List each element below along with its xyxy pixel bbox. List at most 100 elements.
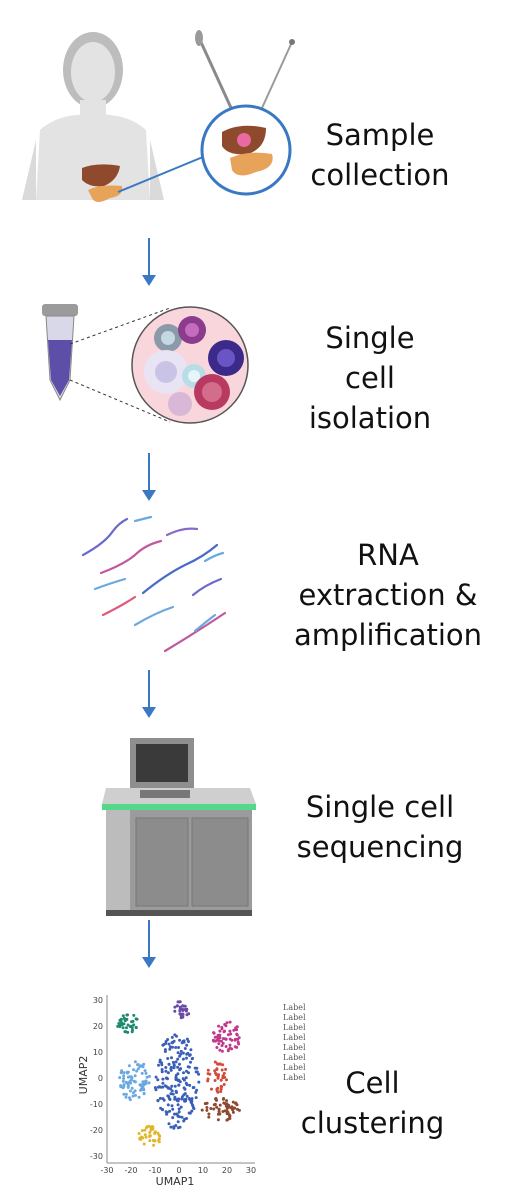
umap-y-tick-label: 30 (93, 996, 103, 1005)
umap-point (228, 1029, 232, 1033)
umap-point (148, 1130, 152, 1134)
umap-point (228, 1020, 232, 1024)
umap-point (167, 1042, 171, 1046)
umap-point (166, 1057, 170, 1060)
umap-point (185, 1052, 189, 1056)
umap-point (186, 1065, 190, 1069)
umap-point (179, 1049, 183, 1053)
umap-point (171, 1041, 175, 1045)
umap-point (164, 1110, 168, 1114)
umap-point (190, 1109, 194, 1113)
umap-point (153, 1130, 157, 1134)
umap-point (162, 1043, 166, 1046)
umap-point (228, 1043, 232, 1047)
umap-point (121, 1014, 125, 1018)
umap-point (156, 1078, 160, 1082)
umap-point (200, 1108, 204, 1112)
umap-point (144, 1079, 148, 1083)
umap-point (178, 1068, 182, 1072)
umap-point (231, 1110, 235, 1114)
step-label-line: Cell (345, 1066, 400, 1100)
umap-point (178, 1054, 182, 1058)
umap-point (234, 1037, 237, 1041)
umap-point (208, 1072, 212, 1076)
umap-x-tick-label: 10 (198, 1166, 208, 1175)
umap-point (176, 1057, 180, 1061)
umap-point (134, 1093, 137, 1097)
umap-point (148, 1074, 151, 1078)
umap-point (190, 1097, 194, 1101)
umap-point (184, 1076, 188, 1080)
umap-point (143, 1128, 147, 1132)
umap-point (118, 1023, 122, 1027)
umap-point (207, 1112, 211, 1116)
umap-point (168, 1047, 172, 1051)
umap-point (233, 1028, 237, 1032)
umap-point (125, 1081, 129, 1085)
umap-point (163, 1048, 167, 1052)
umap-point (218, 1036, 222, 1040)
umap-point (172, 1064, 176, 1068)
umap-point (218, 1062, 222, 1066)
umap-point (124, 1095, 128, 1099)
step-label-line: isolation (308, 401, 432, 435)
umap-point (216, 1118, 220, 1122)
umap-point (228, 1114, 232, 1118)
step-label-line: extraction & (298, 578, 478, 612)
umap-point (154, 1075, 158, 1079)
umap-point (175, 1098, 179, 1101)
step-label-single-cell-isolation: Single cell isolation (290, 318, 450, 438)
umap-point (119, 1017, 123, 1021)
umap-point (177, 1083, 181, 1087)
umap-point (124, 1092, 128, 1096)
umap-point (223, 1029, 226, 1033)
umap-point (188, 1083, 192, 1087)
umap-point (128, 1079, 132, 1083)
umap-y-tick-label: -30 (90, 1152, 103, 1161)
umap-point (221, 1063, 225, 1067)
umap-point (195, 1070, 199, 1074)
umap-point (220, 1085, 224, 1089)
umap-point (171, 1092, 175, 1096)
umap-point (190, 1099, 194, 1103)
umap-point (230, 1038, 234, 1042)
umap-point (181, 1051, 185, 1055)
umap-point (176, 1051, 180, 1055)
umap-legend-label: Label (283, 1043, 306, 1052)
umap-point (236, 1037, 240, 1041)
umap-x-tick-label: -30 (100, 1166, 113, 1175)
umap-point (161, 1081, 165, 1085)
umap-point (141, 1083, 145, 1086)
umap-point (219, 1087, 223, 1091)
umap-point (148, 1139, 152, 1143)
umap-point (173, 1112, 176, 1116)
umap-point (173, 1097, 177, 1101)
umap-point (183, 1117, 187, 1121)
umap-point (230, 1047, 234, 1051)
umap-point (181, 1057, 185, 1061)
umap-y-tick-label: -10 (90, 1100, 103, 1109)
umap-point (173, 1009, 177, 1013)
umap-point (222, 1097, 226, 1100)
umap-point (182, 1093, 186, 1097)
umap-point (132, 1013, 136, 1017)
umap-point (176, 1120, 180, 1124)
umap-point (151, 1126, 155, 1130)
umap-point (185, 1037, 189, 1041)
umap-point (235, 1025, 239, 1029)
umap-point (137, 1095, 141, 1099)
umap-point (131, 1094, 135, 1098)
umap-point (161, 1097, 165, 1101)
step-label-rna-extraction: RNA extraction & amplification (288, 535, 488, 655)
umap-point (135, 1069, 139, 1073)
umap-point (138, 1065, 142, 1069)
umap-legend-label: Label (283, 1073, 306, 1082)
umap-point (152, 1143, 156, 1147)
umap-point (181, 1012, 184, 1016)
umap-y-axis-label: UMAP2 (77, 1056, 90, 1095)
umap-point (217, 1024, 221, 1028)
umap-point (180, 1007, 184, 1011)
umap-legend-label: Label (283, 1063, 306, 1072)
umap-point (220, 1049, 224, 1053)
